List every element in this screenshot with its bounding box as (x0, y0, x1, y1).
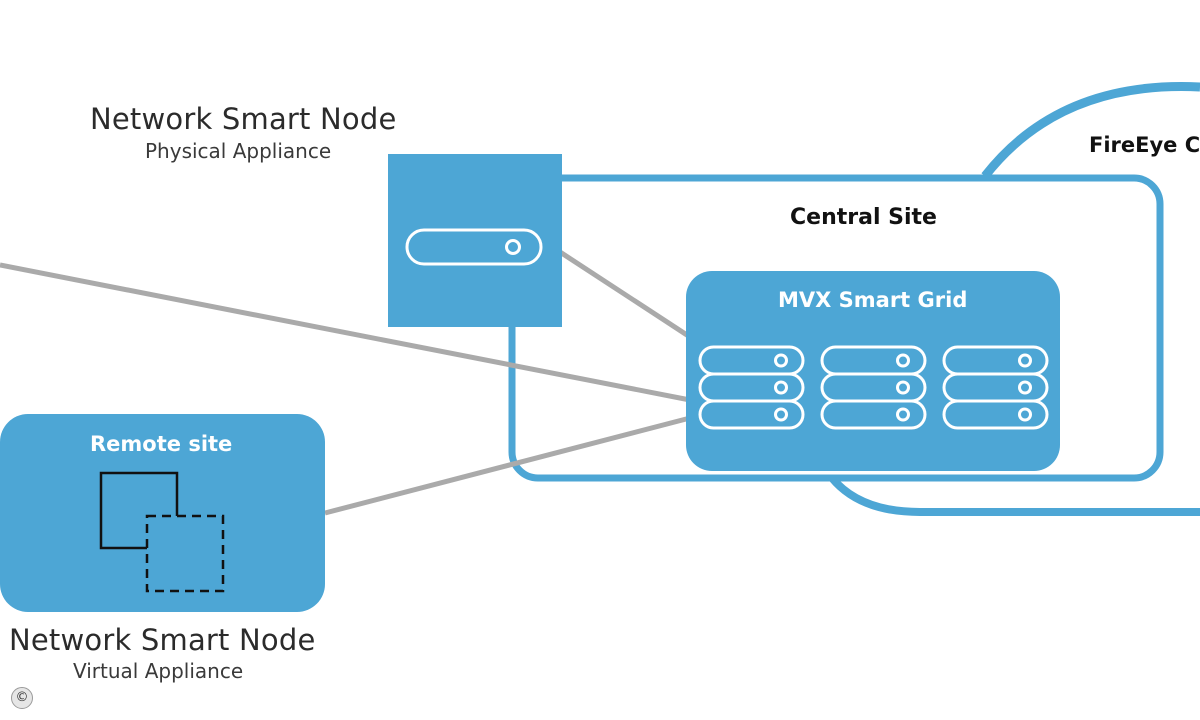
grid-label: MVX Smart Grid (778, 288, 968, 312)
remote-site-label: Remote site (90, 432, 233, 456)
cloud-label: FireEye Cl (1089, 133, 1200, 157)
physical-node-subtitle: Physical Appliance (145, 139, 332, 163)
central-site-frame (508, 174, 1164, 482)
server-stack-1 (698, 345, 805, 430)
virtual-node-title: Network Smart Node (9, 623, 316, 657)
fireeye-cloud-outline (981, 82, 1200, 179)
server-unit-icon (942, 372, 1049, 403)
dashed-square (145, 514, 225, 593)
copyright-badge: © (11, 687, 33, 709)
server-unit-icon (942, 399, 1049, 430)
physical-node-title: Network Smart Node (90, 102, 397, 136)
server-unit-icon (820, 372, 927, 403)
remote-site-box (0, 414, 325, 612)
central-site-label: Central Site (790, 205, 937, 230)
server-unit-icon (820, 345, 927, 376)
connector-physical-to-grid (558, 249, 692, 340)
server-unit-icon (942, 345, 1049, 376)
solid-square (99, 471, 179, 550)
physical-appliance-box (388, 154, 562, 327)
server-unit-icon (405, 228, 543, 266)
server-unit-icon (698, 399, 805, 430)
server-stack-2 (820, 345, 927, 430)
server-unit-icon (698, 345, 805, 376)
server-unit-icon (820, 399, 927, 430)
server-stack-3 (942, 345, 1049, 430)
server-unit-icon (698, 372, 805, 403)
virtual-node-subtitle: Virtual Appliance (73, 659, 244, 683)
connector-left-edge (0, 262, 691, 403)
fireeye-cloud-outline-bottom (828, 475, 1200, 516)
connector-remote-to-grid (324, 415, 691, 516)
server-stacks (698, 345, 1049, 430)
virtual-appliance-icon (99, 471, 225, 593)
